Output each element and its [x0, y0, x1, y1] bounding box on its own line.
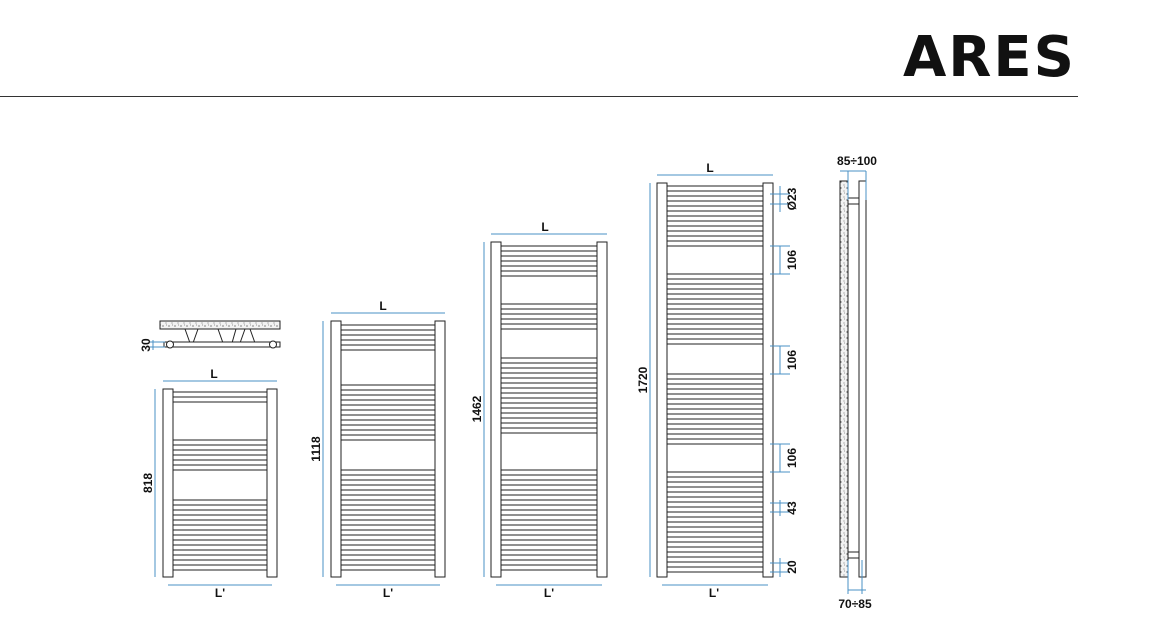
collector-right: [269, 340, 277, 349]
diameter-label: Ø23: [785, 187, 799, 210]
width-label: L: [541, 220, 548, 234]
collector-left: [490, 241, 502, 578]
width-label: L: [379, 299, 386, 313]
collector-right: [266, 388, 278, 578]
collector-left: [330, 320, 342, 578]
bottom-offset-label: 20: [785, 560, 799, 574]
collector-right: [762, 182, 774, 578]
collector-right: [434, 320, 446, 578]
bottom-label: L': [709, 586, 719, 600]
bottom-label: L': [383, 586, 393, 600]
bottom-label: L': [215, 586, 225, 600]
radiator-1720: L 1720 L' Ø23 106 106 106 43 20: [636, 161, 799, 600]
tube-bars: [667, 185, 763, 573]
tube-bar: [163, 341, 281, 348]
spacing-label-2: 106: [785, 350, 799, 370]
bottom-depth-label: 70÷85: [838, 597, 872, 611]
bottom-label: L': [544, 586, 554, 600]
spacing-label-4: 43: [785, 501, 799, 515]
spacing-label-1: 106: [785, 250, 799, 270]
height-label: 1720: [636, 366, 650, 393]
top-depth-label: 85÷100: [837, 154, 877, 168]
wall-section: [159, 320, 281, 330]
tube-bars: [501, 245, 597, 571]
height-label: 818: [141, 473, 155, 493]
profile-view: 85÷100 70÷85: [837, 154, 877, 611]
tube-bars: [173, 391, 267, 571]
tube-bars: [341, 324, 435, 571]
radiator-1118: L 1118 L': [309, 299, 446, 600]
width-label: L: [210, 367, 217, 381]
wall-section: [839, 180, 849, 578]
thickness-label: 30: [139, 338, 153, 352]
width-label: L: [706, 161, 713, 175]
bracket-lines: [184, 328, 256, 344]
radiator-profile: [858, 180, 867, 578]
collector-left: [162, 388, 174, 578]
collector-left: [656, 182, 668, 578]
spacing-label-3: 106: [785, 448, 799, 468]
bracket-bottom: [847, 551, 860, 559]
brand-logo: ARES: [902, 25, 1076, 90]
height-label: 1462: [470, 395, 484, 422]
detail-dimensions: [770, 186, 790, 577]
bracket-top: [847, 197, 860, 205]
header-divider: [0, 96, 1078, 97]
collector-right: [596, 241, 608, 578]
radiator-1462: L 1462 L': [470, 220, 608, 600]
side-view-detail: 30: [139, 320, 281, 352]
height-label: 1118: [309, 436, 323, 462]
radiator-818: L 818 L': [141, 367, 278, 600]
collector-left: [166, 340, 174, 349]
